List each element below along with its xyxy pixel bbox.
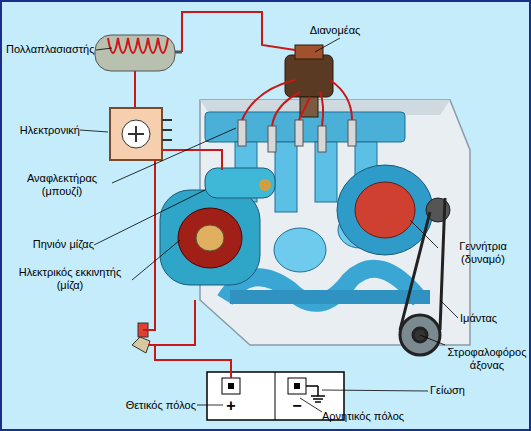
spark-plugs: [238, 120, 356, 152]
illustration-part: [143, 160, 155, 330]
part-label: Αναφλεκτήρας (μπουζί): [12, 172, 112, 198]
polarity-sign: −: [289, 398, 305, 414]
illustration-part: [322, 390, 428, 391]
illustration-part: [400, 198, 445, 330]
part-label: Στροφαλοφόρος άξονας: [446, 346, 528, 372]
illustration-part: [300, 398, 322, 412]
illustration-part: [306, 385, 318, 387]
illustration-part: [205, 168, 275, 198]
illustration-part: [160, 190, 260, 285]
illustration-part: [110, 108, 162, 160]
leader-lines: [80, 38, 458, 412]
part-label: Θετικός πόλος: [112, 399, 196, 412]
illustration-part: [317, 386, 319, 396]
illustration-part: [259, 179, 271, 191]
part-label: Ηλεκτρικός εκκινητής (μίζα): [8, 266, 132, 292]
illustration-part: [80, 130, 108, 132]
illustration-part: [295, 45, 323, 59]
illustration-part: [230, 290, 430, 304]
illustration-part: [355, 182, 415, 238]
illustration-part: [275, 372, 276, 420]
illustration-part: [162, 120, 172, 140]
illustration-part: [274, 228, 326, 272]
illustration-part: [313, 398, 323, 400]
generator: [337, 165, 450, 255]
part-label: Πολλαπλασιαστής: [6, 43, 96, 56]
illustration-part: [128, 126, 144, 142]
part-label: Ιμάντας: [460, 312, 522, 325]
illustration-part: [197, 405, 223, 406]
illustration-part: [108, 38, 168, 53]
illustration-part: [112, 128, 236, 183]
illustration-part: [134, 71, 136, 108]
illustration-part: [155, 345, 231, 378]
illustration-part: [337, 165, 433, 255]
illustration-part: [122, 120, 150, 148]
illustration-part: [268, 126, 276, 152]
illustration-part: [228, 383, 234, 389]
illustration-part: [348, 120, 356, 146]
illustration-part: [132, 337, 150, 353]
illustration-part: [196, 225, 224, 251]
illustration-part: [132, 240, 180, 280]
part-label: Αρνητικός πόλος: [322, 410, 422, 423]
part-label: Διανομέας: [290, 24, 380, 37]
electronic-unit: [110, 108, 172, 160]
ground-symbol: [306, 386, 325, 402]
illustration-part: [318, 126, 326, 152]
belt: [400, 198, 445, 355]
illustration-part: [420, 335, 445, 345]
illustration-part: [410, 220, 438, 248]
polarity-sign: +: [223, 398, 239, 414]
illustration-part: [148, 300, 195, 345]
starter-motor: [160, 168, 275, 285]
part-label: Ηλεκτρονική: [14, 124, 80, 137]
illustration-part: [315, 401, 321, 403]
illustration-part: [320, 92, 323, 126]
ignition-coil: [95, 35, 182, 71]
illustration-part: [238, 120, 246, 146]
illustration-part: [295, 120, 303, 146]
illustration-part: [315, 38, 340, 52]
illustration-part: [222, 378, 240, 394]
part-label: Πηνιόν μίζας: [22, 238, 94, 251]
illustration-part: [95, 35, 175, 71]
wires: [135, 12, 352, 378]
illustration-part: [288, 378, 306, 394]
illustration-part: [96, 48, 112, 50]
illustration-part: [440, 300, 458, 318]
part-label: Γείωση: [430, 384, 500, 397]
illustration-part: [285, 55, 333, 97]
part-label: Γεννήτρια (δυναμό): [438, 240, 528, 266]
illustration-part: [182, 12, 295, 52]
illustration-part: [330, 80, 352, 120]
illustration-part: [94, 190, 205, 245]
illustration-part: [272, 92, 300, 126]
illustration-part: [178, 208, 242, 268]
illustration-part: [294, 383, 300, 389]
illustration-part: [175, 51, 182, 54]
illustration-part: [299, 97, 310, 120]
illustration-part: [275, 142, 297, 212]
ignition-switch: [132, 323, 150, 353]
illustration-part: [162, 150, 222, 170]
illustration-part: [311, 395, 325, 397]
